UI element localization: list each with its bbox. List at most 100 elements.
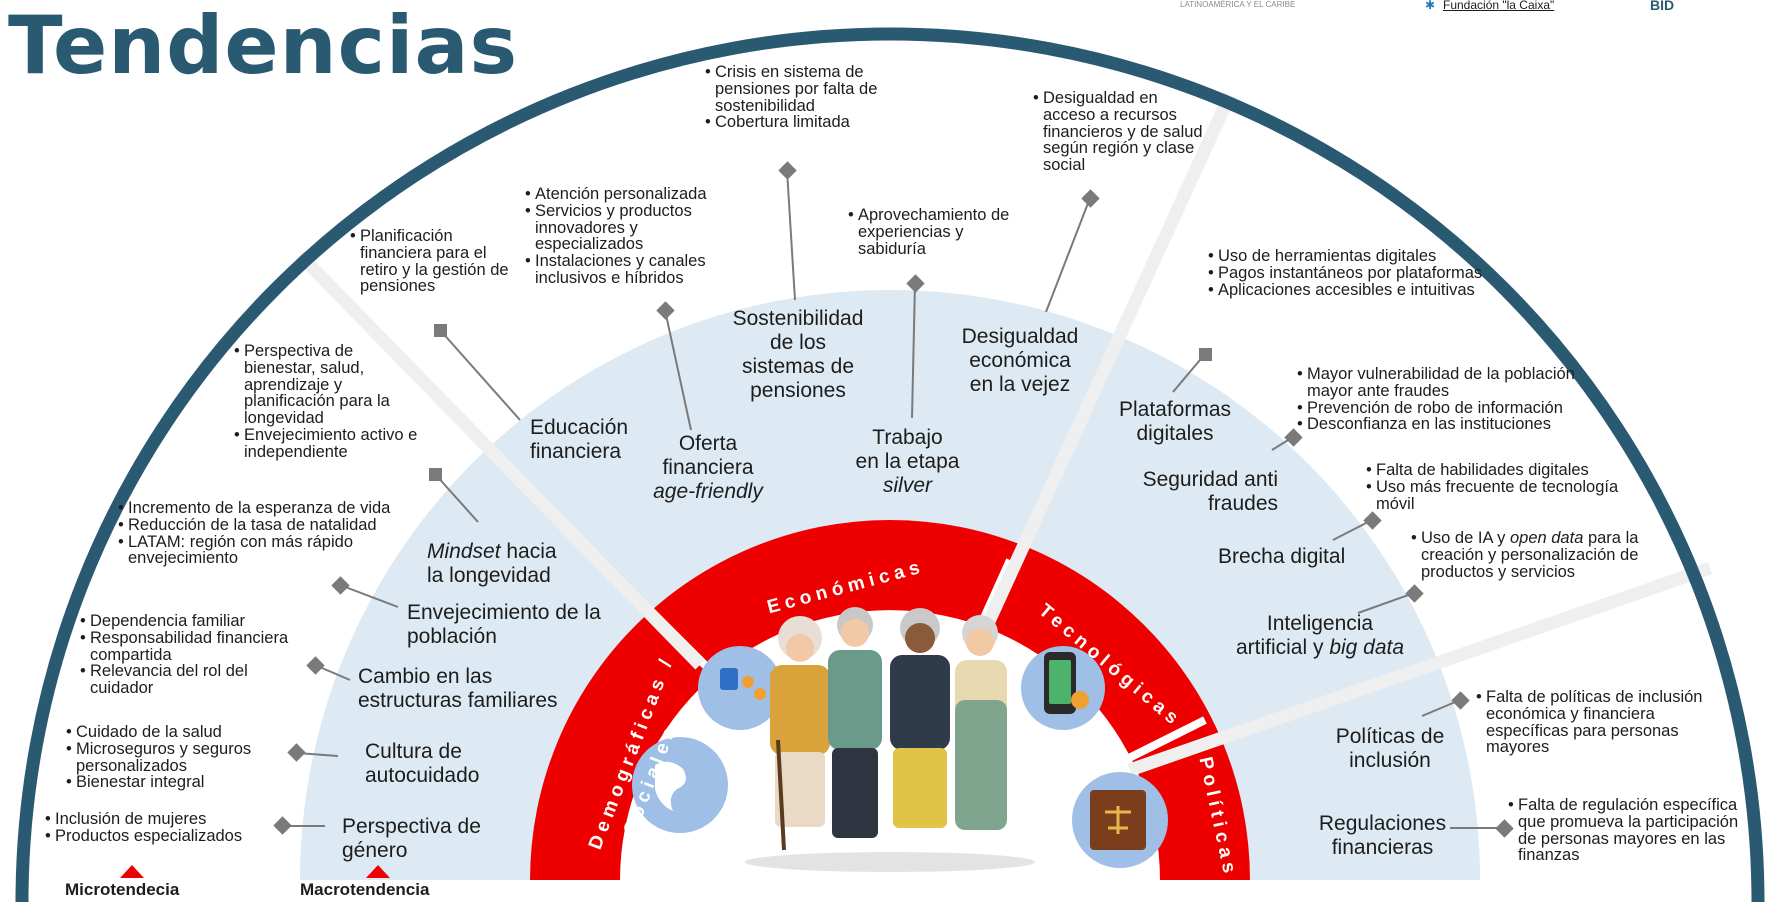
connector-diamond xyxy=(906,274,925,293)
connector-line xyxy=(664,309,692,431)
ring-separator xyxy=(1123,716,1207,764)
micro-item: Prevención de robo de información xyxy=(1297,399,1617,417)
connector-diamond xyxy=(331,576,350,595)
micro-mindset: Perspectiva de bienestar, salud, aprendi… xyxy=(234,343,429,461)
connector-diamond xyxy=(429,468,442,481)
micro-marker-icon xyxy=(120,865,144,878)
micro-item: Relevancia del rol del cuidador xyxy=(80,663,315,697)
connector-line xyxy=(1357,592,1415,614)
micro-item: Pagos instantáneos por plataformas xyxy=(1208,264,1483,282)
connector-diamond xyxy=(656,301,675,320)
micro-desigualdad: Desigualdad en acceso a recursos financi… xyxy=(1033,90,1213,174)
micro-item: Planificación financiera para el retiro … xyxy=(350,228,510,295)
micro-item: Incremento de la esperanza de vida xyxy=(118,500,433,517)
micro-cultura-autocuidado: Cuidado de la salud Microseguros y segur… xyxy=(66,724,291,791)
micro-item: Desigualdad en acceso a recursos financi… xyxy=(1033,90,1213,174)
micro-plataformas: Uso de herramientas digitales Pagos inst… xyxy=(1208,248,1483,299)
connector-line xyxy=(1332,519,1373,541)
micro-ia: Uso de IA y open data para la creación y… xyxy=(1411,530,1676,580)
micro-item: Servicios y productos innovadores y espe… xyxy=(525,202,740,253)
macro-marker-icon xyxy=(366,865,390,878)
page-title: Tendencias xyxy=(8,0,519,92)
micro-item: Mayor vulnerabilidad de la población may… xyxy=(1297,366,1617,400)
micro-item: Uso de herramientas digitales xyxy=(1208,248,1483,265)
finance-icon-chair xyxy=(720,668,738,690)
micro-item: Instalaciones y canales inclusivos e híb… xyxy=(525,253,740,287)
legend-micro: Microtendecia xyxy=(65,880,180,899)
connector-line xyxy=(786,169,796,301)
micro-envejecimiento: Incremento de la esperanza de vida Reduc… xyxy=(118,500,433,567)
connector-line xyxy=(439,329,521,421)
micro-brecha: Falta de habilidades digitales Uso más f… xyxy=(1366,462,1636,512)
micro-item: Falta de políticas de inclusión económic… xyxy=(1476,689,1741,756)
micro-item: Perspectiva de bienestar, salud, aprendi… xyxy=(234,343,429,427)
micro-trabajo: Aprovechamiento de experiencias y sabidu… xyxy=(848,207,1028,258)
micro-item: Productos especializados xyxy=(45,827,270,845)
connector-line xyxy=(911,282,916,419)
sector-divider xyxy=(1127,561,1713,777)
connector-line xyxy=(339,584,399,608)
finance-icon-coin xyxy=(754,688,766,700)
connector-diamond xyxy=(1081,189,1100,208)
category-ring xyxy=(530,520,1250,880)
micro-item: Microseguros y seguros personalizados xyxy=(66,740,291,775)
connector-diamond xyxy=(1284,428,1303,447)
finance-icon-coin xyxy=(742,676,754,688)
connector-diamond xyxy=(273,816,292,835)
micro-item: Atención personalizada xyxy=(525,186,740,203)
law-book-icon-scale xyxy=(1105,806,1131,834)
micro-item: Responsabilidad financiera compartida xyxy=(80,629,315,664)
micro-sostenibilidad: Crisis en sistema de pensiones por falta… xyxy=(705,64,890,132)
micro-item: Envejecimiento activo e independiente xyxy=(234,427,429,461)
micro-oferta: Atención personalizada Servicios y produ… xyxy=(525,186,740,287)
micro-item: Cobertura limitada xyxy=(705,114,890,131)
foundation-logo: Fundación "la Caixa" xyxy=(1443,0,1555,12)
outer-arc xyxy=(15,27,1765,902)
connector-diamond xyxy=(778,161,797,180)
sector-divider xyxy=(295,250,705,670)
connector-diamond xyxy=(1405,584,1424,603)
elderly-group-illustration xyxy=(745,607,1035,872)
micro-estructuras-familiares: Dependencia familiar Responsabilidad fin… xyxy=(80,613,315,697)
connector-line xyxy=(1045,197,1091,313)
globe-icon-land xyxy=(655,761,686,811)
micro-item: LATAM: región con más rápido envejecimie… xyxy=(118,533,433,568)
micro-item: Uso de IA y open data para la creación y… xyxy=(1411,530,1676,580)
micro-item: Uso más frecuente de tecnología móvil xyxy=(1366,478,1636,513)
micro-item: Crisis en sistema de pensiones por falta… xyxy=(705,64,890,115)
bank-logo: BID xyxy=(1650,0,1675,13)
micro-item: Bienestar integral xyxy=(66,774,291,791)
micro-item: Falta de regulación específica que promu… xyxy=(1508,797,1753,864)
legend-macro: Macrotendencia xyxy=(300,880,430,899)
micro-perspectiva-genero: Inclusión de mujeres Productos especiali… xyxy=(45,811,270,845)
finance-icon xyxy=(698,646,782,730)
connector-diamond xyxy=(287,743,306,762)
category-icons xyxy=(632,646,1168,868)
mobile-bank-icon-coin xyxy=(1071,691,1089,709)
sector-divider xyxy=(979,92,1236,633)
micro-politicas: Falta de políticas de inclusión económic… xyxy=(1476,689,1741,756)
micro-item: Dependencia familiar xyxy=(80,613,315,630)
micro-item: Falta de habilidades digitales xyxy=(1366,462,1636,479)
connector-diamond xyxy=(434,324,447,337)
foundation-logo-icon: ✱ xyxy=(1425,0,1436,12)
micro-item: Aprovechamiento de experiencias y sabidu… xyxy=(848,207,1028,258)
micro-seguridad: Mayor vulnerabilidad de la población may… xyxy=(1297,366,1617,433)
